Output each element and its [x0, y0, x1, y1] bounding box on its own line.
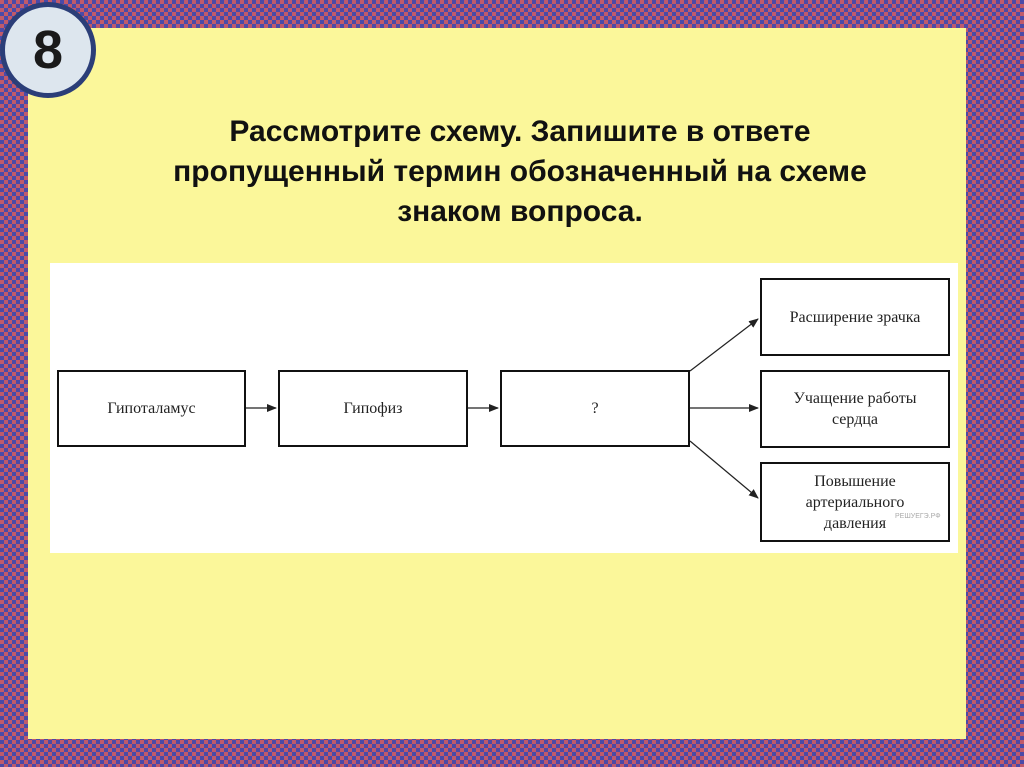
slide-number-badge: 8	[0, 2, 96, 98]
node-pupil-dilation-label: Расширение зрачка	[789, 308, 921, 326]
title-line-3: знаком вопроса.	[397, 195, 643, 228]
slide-number: 8	[32, 20, 64, 80]
arrow-unknown-to-pressure	[689, 440, 759, 499]
slide-title: Рассмотрите схему. Запишите в ответе про…	[100, 112, 940, 232]
title-line-1: Рассмотрите схему. Запишите в ответе	[229, 115, 811, 148]
title-line-2: пропущенный термин обозначенный на схеме	[173, 155, 867, 188]
node-hypothalamus: Гипоталамус	[57, 370, 246, 447]
watermark: РЕШУЕГЭ.РФ	[895, 513, 941, 520]
node-pituitary-label: Гипофиз	[343, 400, 403, 417]
diagram-arrows	[246, 318, 759, 499]
node-heart-rate: Учащение работы сердца	[760, 370, 950, 448]
node-blood-pressure: Повышение артериального давления	[760, 462, 950, 542]
node-blood-pressure-label: Повышение артериального давления	[805, 472, 905, 532]
node-pituitary: Гипофиз	[278, 370, 468, 447]
node-pupil-dilation: Расширение зрачка	[760, 278, 950, 356]
node-unknown: ?	[500, 370, 690, 447]
node-hypothalamus-label: Гипоталамус	[107, 400, 196, 417]
arrow-unknown-to-pupil	[689, 318, 759, 372]
scheme-diagram: Гипоталамус Гипофиз ? Расширение зрачка …	[50, 263, 958, 553]
node-heart-rate-label: Учащение работы сердца	[793, 390, 917, 428]
node-unknown-label: ?	[591, 400, 599, 417]
